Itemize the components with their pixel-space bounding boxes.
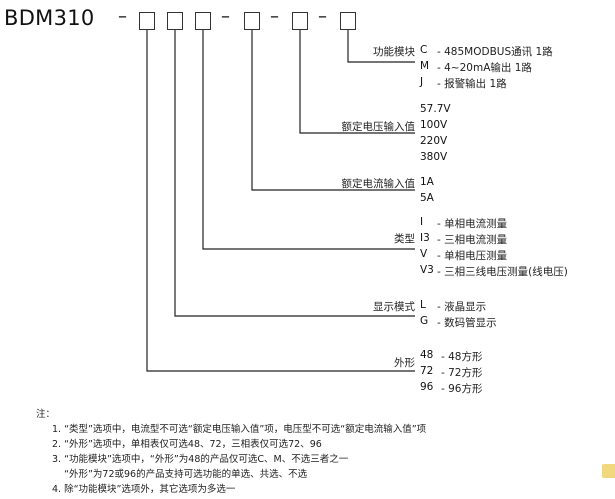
option-code: 1A [420, 176, 434, 188]
option-desc: - 96方形 [441, 383, 483, 395]
separator: – [318, 6, 327, 27]
option-code: 100V [420, 119, 448, 131]
code-box-type [195, 12, 211, 30]
connector-line [174, 30, 415, 317]
separator: – [270, 6, 279, 27]
code-box-function [340, 12, 356, 30]
option-code: 48 [420, 349, 434, 361]
option-code: M [420, 60, 430, 72]
code-box-shape [139, 12, 155, 30]
group-label-function: 功能模块 [373, 46, 415, 58]
note-line: 1. “类型”选项中，电流型不可选“额定电压输入值”项，电压型不可选“额定电流输… [52, 424, 427, 435]
option-code: C [420, 44, 428, 56]
separator: – [221, 6, 230, 27]
option-code: V3 [420, 264, 434, 276]
model-name: BDM310 [4, 6, 95, 30]
note-line: “外形”为72或96的产品支持可选功能的单选、共选、不选 [52, 469, 308, 480]
connector-line [202, 30, 415, 250]
option-code: 5A [420, 192, 434, 204]
option-code: 96 [420, 381, 434, 393]
connector-line [347, 30, 415, 63]
code-box-current [244, 12, 260, 30]
separator: – [118, 6, 127, 27]
group-label-voltage: 额定电压输入值 [341, 121, 416, 133]
option-code: I3 [420, 232, 430, 244]
option-code: G [420, 315, 429, 327]
option-desc: - 48方形 [441, 351, 483, 363]
option-code: 72 [420, 365, 434, 377]
connector-line [146, 30, 415, 372]
option-code: V [420, 248, 428, 260]
option-desc: - 单相电压测量 [437, 250, 508, 262]
option-code: 220V [420, 135, 448, 147]
connector-line [299, 30, 415, 134]
option-code: I [420, 216, 424, 228]
note-line: 3. “功能模块”选项中，“外形”为48的产品仅可选C、M、不选三者之一 [52, 454, 349, 465]
group-label-current: 额定电流输入值 [341, 178, 416, 190]
option-code: L [420, 299, 426, 311]
side-tab-icon[interactable] [602, 464, 615, 478]
option-code: J [420, 76, 424, 88]
option-code: 380V [420, 151, 448, 163]
option-desc: - 72方形 [441, 367, 483, 379]
option-desc: - 485MODBUS通讯 1路 [437, 46, 553, 58]
option-code: 57.7V [420, 103, 451, 115]
option-desc: - 单相电流测量 [437, 218, 508, 230]
option-desc: - 液晶显示 [437, 301, 487, 313]
group-label-type: 类型 [394, 233, 415, 245]
group-label-shape: 外形 [394, 357, 415, 369]
connector-line [251, 30, 415, 191]
code-box-display [167, 12, 183, 30]
code-box-voltage [292, 12, 308, 30]
option-desc: - 报警输出 1路 [437, 78, 507, 90]
note-line: 4. 除“功能模块”选项外，其它选项为多选一 [52, 484, 236, 495]
option-desc: - 4~20mA输出 1路 [437, 62, 532, 74]
notes-title: 注： [36, 409, 56, 420]
option-desc: - 三相电流测量 [437, 234, 508, 246]
note-line: 2. “外形”选项中，单相表仅可选48、72，三相表仅可选72、96 [52, 439, 322, 450]
group-label-display: 显示模式 [373, 301, 415, 313]
option-desc: - 三相三线电压测量(线电压) [437, 266, 568, 278]
option-desc: - 数码管显示 [437, 317, 497, 329]
